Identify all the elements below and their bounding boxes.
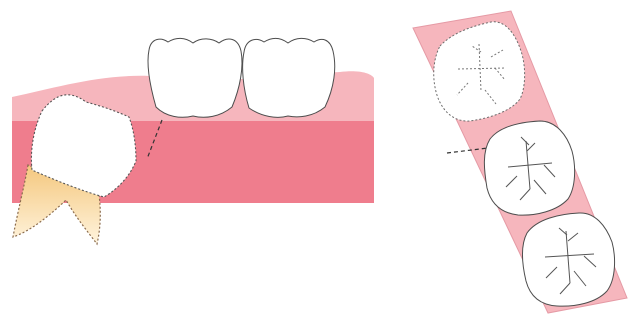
occlusal-view xyxy=(413,11,627,313)
molar-right xyxy=(243,38,335,117)
side-view xyxy=(12,38,374,244)
bottom-occlusal-tooth xyxy=(522,213,614,306)
middle-occlusal-tooth xyxy=(484,121,574,215)
molar-middle xyxy=(148,38,242,117)
